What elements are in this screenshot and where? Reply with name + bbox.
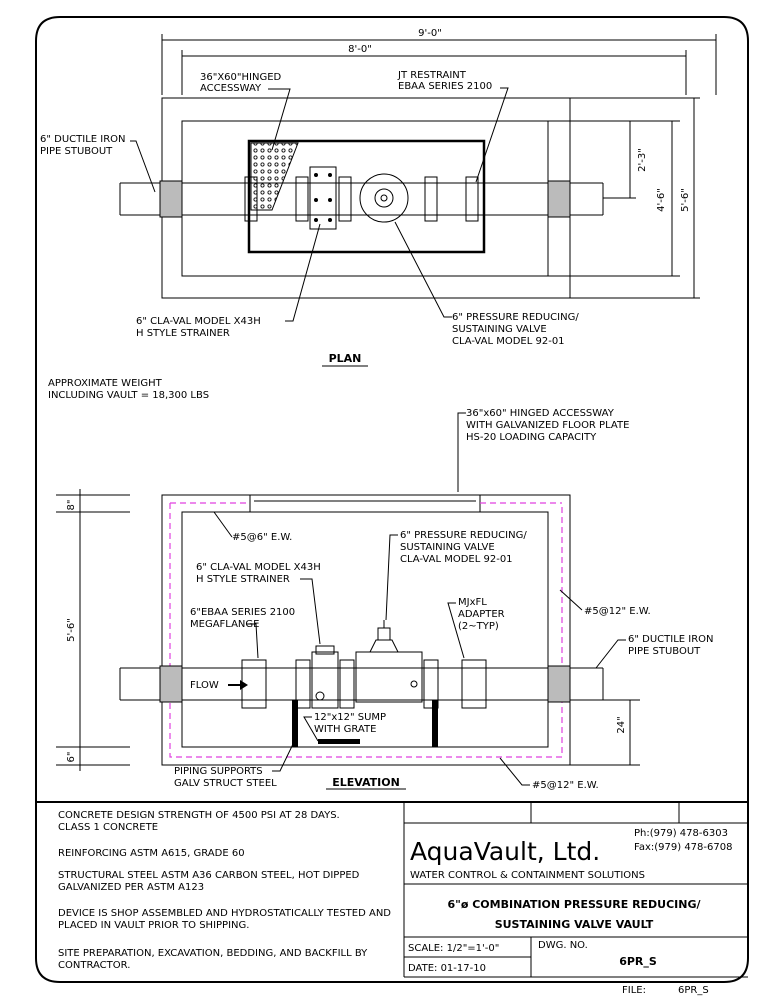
flow-arrow-icon <box>228 680 248 690</box>
company-fax: Fax:(979) 478-6708 <box>634 842 732 853</box>
note-1b: CLASS 1 CONCRETE <box>58 822 158 833</box>
elev-dim-5ft6: 5'-6" <box>66 618 77 642</box>
note-4b: PLACED IN VAULT PRIOR TO SHIPPING. <box>58 920 249 931</box>
elevation-view: 36"x60" HINGED ACCESSWAY WITH GALVANIZED… <box>56 408 714 791</box>
company-name: AquaVault, Ltd. <box>410 837 600 866</box>
plan-accessway-label-2: ACCESSWAY <box>200 83 262 94</box>
elev-stubout-label-1: 6" DUCTILE IRON <box>628 634 714 645</box>
elev-strainer-label-1: 6" CLA-VAL MODEL X43H <box>196 562 321 573</box>
elev-adapter-label-3: (2~TYP) <box>458 621 499 632</box>
plan-dim-4ft6: 4'-6" <box>656 188 667 212</box>
plan-valve-body <box>359 173 409 223</box>
elev-flow-label: FLOW <box>190 680 219 691</box>
elev-flange-label-2: MEGAFLANGE <box>190 619 259 630</box>
elev-valve-body <box>355 620 423 703</box>
plan-dim-9ft: 9'-0" <box>418 28 442 39</box>
elev-adapter-label-2: ADAPTER <box>458 609 505 620</box>
elev-stubout-label-2: PIPE STUBOUT <box>628 646 701 657</box>
drawing-title-2: SUSTAINING VALVE VAULT <box>495 918 654 931</box>
elev-valve-label-1: 6" PRESSURE REDUCING/ <box>400 530 527 541</box>
elev-sump-label-2: WITH GRATE <box>314 724 376 735</box>
plan-valve-label-1: 6" PRESSURE REDUCING/ <box>452 312 579 323</box>
weight-label-1: APPROXIMATE WEIGHT <box>48 378 163 389</box>
elev-support-right <box>432 700 438 747</box>
scale-value: SCALE: 1/2"=1'-0" <box>408 943 499 954</box>
elev-dim-6in: 6" <box>66 752 77 763</box>
note-2: REINFORCING ASTM A615, GRADE 60 <box>58 848 245 859</box>
plan-dim-2ft3: 2'-3" <box>637 148 648 172</box>
plan-restraint-label-2: EBAA SERIES 2100 <box>398 81 492 92</box>
company-tagline: WATER CONTROL & CONTAINMENT SOLUTIONS <box>410 870 645 881</box>
drawing-title-1: 6"ø COMBINATION PRESSURE REDUCING/ <box>447 898 701 911</box>
note-3a: STRUCTURAL STEEL ASTM A36 CARBON STEEL, … <box>58 870 360 881</box>
note-1a: CONCRETE DESIGN STRENGTH OF 4500 PSI AT … <box>58 810 340 821</box>
elev-dim-24in: 24" <box>616 716 627 733</box>
elev-supports-label-1: PIPING SUPPORTS <box>174 766 263 777</box>
elev-wall-sleeve-right <box>547 665 571 703</box>
plan-accessway-hatch <box>250 142 299 211</box>
plan-stubout-label-1: 6" DUCTILE IRON <box>40 134 126 145</box>
plan-accessway-label-1: 36"X60"HINGED <box>200 72 282 83</box>
elev-wall-sleeve-left <box>159 665 183 703</box>
dwg-no-value: 6PR_S <box>619 955 657 968</box>
plan-wall-sleeve-right <box>547 180 571 218</box>
elev-sump-grate <box>318 739 360 744</box>
sheet-border <box>35 16 749 983</box>
plan-restraint-label-1: JT RESTRAINT <box>397 70 467 81</box>
plan-dim-5ft6: 5'-6" <box>680 188 691 212</box>
elev-supports-label-2: GALV STRUCT STEEL <box>174 778 277 789</box>
dwg-no-label: DWG. NO. <box>538 940 588 951</box>
plan-title: PLAN <box>329 352 362 365</box>
elev-support-left <box>292 700 298 747</box>
plan-valve-label-2: SUSTAINING VALVE <box>452 324 547 335</box>
file-value: 6PR_S <box>678 985 709 996</box>
weight-label-2: INCLUDING VAULT = 18,300 LBS <box>48 390 209 401</box>
note-5b: CONTRACTOR. <box>58 960 130 971</box>
date-value: DATE: 01-17-10 <box>408 963 486 974</box>
plan-dim-8ft: 8'-0" <box>348 44 372 55</box>
elev-hatch-plate <box>249 494 481 513</box>
elev-rebar-top-label: #5@6" E.W. <box>232 532 292 543</box>
elev-hatch-label-2: WITH GALVANIZED FLOOR PLATE <box>466 420 629 431</box>
elev-valve-label-2: SUSTAINING VALVE <box>400 542 495 553</box>
elev-rebar-side-label: #5@12" E.W. <box>584 606 651 617</box>
file-label: FILE: <box>622 985 646 996</box>
elev-rebar <box>169 502 563 758</box>
plan-view: 9'-0" 8'-0" <box>40 28 717 367</box>
elev-rebar-bot-label: #5@12" E.W. <box>532 780 599 791</box>
elev-strainer-label-2: H STYLE STRAINER <box>196 574 290 585</box>
plan-wall-sleeve-left <box>159 180 183 218</box>
plan-valve-label-3: CLA-VAL MODEL 92-01 <box>452 336 565 347</box>
elev-sump-label-1: 12"x12" SUMP <box>314 712 386 723</box>
elev-hatch-label-1: 36"x60" HINGED ACCESSWAY <box>466 408 615 419</box>
elev-title: ELEVATION <box>332 776 400 789</box>
note-4a: DEVICE IS SHOP ASSEMBLED AND HYDROSTATIC… <box>58 908 391 919</box>
elev-strainer <box>311 651 339 709</box>
plan-strainer-label-1: 6" CLA-VAL MODEL X43H <box>136 316 261 327</box>
note-3b: GALVANIZED PER ASTM A123 <box>58 882 204 893</box>
company-phone: Ph:(979) 478-6303 <box>634 828 728 839</box>
title-block <box>36 801 748 978</box>
elev-hatch-label-3: HS-20 LOADING CAPACITY <box>466 432 597 443</box>
plan-strainer <box>309 166 337 230</box>
elev-adapter-label-1: MJxFL <box>458 597 487 608</box>
elev-flange-label-1: 6"EBAA SERIES 2100 <box>190 607 295 618</box>
note-5a: SITE PREPARATION, EXCAVATION, BEDDING, A… <box>58 948 368 959</box>
plan-strainer-label-2: H STYLE STRAINER <box>136 328 230 339</box>
plan-outer-wall <box>161 97 571 299</box>
elev-valve-label-3: CLA-VAL MODEL 92-01 <box>400 554 513 565</box>
plan-stubout-label-2: PIPE STUBOUT <box>40 146 113 157</box>
plan-accessway-outline <box>247 139 486 254</box>
elev-dim-8in: 8" <box>66 500 77 511</box>
